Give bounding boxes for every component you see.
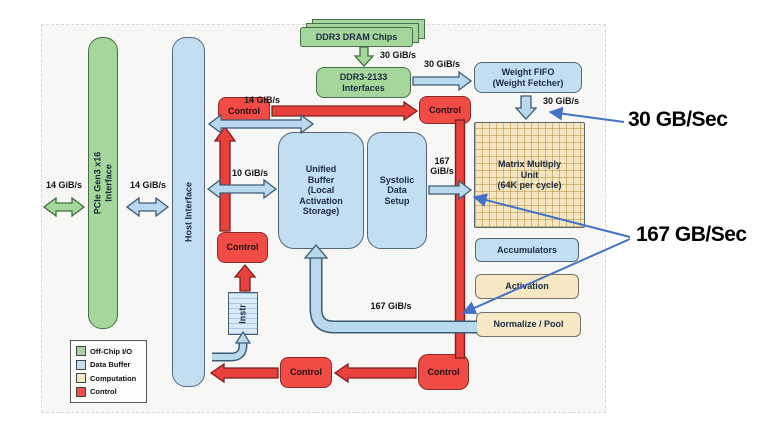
- computation-swatch: [76, 373, 86, 384]
- legend-item-control: Control: [71, 386, 146, 397]
- control-box-5: Control: [418, 354, 469, 390]
- bw-dram-down-label: 30 GiB/s: [379, 50, 417, 60]
- ddr3-dram-chips-box: DDR3 DRAM Chips: [300, 27, 413, 47]
- annotation-30gbsec: 30 GB/Sec: [628, 108, 728, 131]
- matrix-multiply-unit-box: Matrix Multiply Unit (64K per cycle): [474, 122, 585, 228]
- bw-ddr-fifo-label: 30 GiB/s: [423, 59, 461, 69]
- activation-box: Activation: [475, 274, 579, 299]
- control-swatch: [76, 386, 86, 397]
- accumulators-box: Accumulators: [475, 238, 579, 262]
- matrix-multiply-unit-label: Matrix Multiply Unit (64K per cycle): [497, 159, 562, 191]
- legend-item-computation: Computation: [71, 373, 146, 384]
- instruction-buffer-label: Instr: [237, 303, 248, 324]
- ddr3-interfaces-box: DDR3-2133 Interfaces: [316, 67, 411, 98]
- instruction-buffer-box: Instr: [228, 292, 258, 335]
- unified-buffer-label: Unified Buffer (Local Activation Storage…: [299, 163, 343, 217]
- host-interface-box: Host Interface: [172, 37, 205, 387]
- weight-fifo-label: Weight FIFO (Weight Fetcher): [492, 66, 564, 88]
- offchip-io-swatch: [76, 346, 86, 357]
- data-buffer-swatch: [76, 359, 86, 370]
- weight-fifo-box: Weight FIFO (Weight Fetcher): [474, 62, 582, 93]
- bw-host-ub-label: 10 GiB/s: [231, 168, 269, 178]
- legend-item-offchip: Off-Chip I/O: [71, 346, 146, 357]
- bw-pcie-left-label: 14 GiB/s: [45, 180, 83, 190]
- bw-pipe-label: 167 GiB/s: [370, 301, 412, 311]
- bw-pcie-host-label: 14 GiB/s: [129, 180, 167, 190]
- bw-host-ddr-label: 14 GiB/s: [243, 95, 281, 105]
- normalize-pool-box: Normalize / Pool: [476, 312, 581, 337]
- legend: Off-Chip I/O Data Buffer Computation Con…: [70, 340, 147, 403]
- pcie-interface-box: PCIe Gen3 x16 Interface: [88, 37, 118, 329]
- control-box-4: Control: [280, 357, 332, 388]
- control-box-2: Control: [419, 96, 471, 124]
- bw-fifo-mmu-label: 30 GiB/s: [542, 96, 580, 106]
- ddr3-interfaces-label: DDR3-2133 Interfaces: [339, 71, 388, 93]
- legend-item-databuffer: Data Buffer: [71, 359, 146, 370]
- annotation-167gbsec: 167 GB/Sec: [636, 223, 747, 246]
- host-interface-label: Host Interface: [183, 181, 194, 243]
- bw-systolic-mmu-label: 167 GiB/s: [430, 156, 454, 176]
- systolic-data-setup-box: Systolic Data Setup: [367, 132, 427, 249]
- unified-buffer-box: Unified Buffer (Local Activation Storage…: [278, 132, 364, 249]
- control-box-3: Control: [217, 232, 268, 263]
- systolic-data-setup-label: Systolic Data Setup: [379, 174, 415, 206]
- pcie-interface-label: PCIe Gen3 x16 Interface: [92, 151, 113, 215]
